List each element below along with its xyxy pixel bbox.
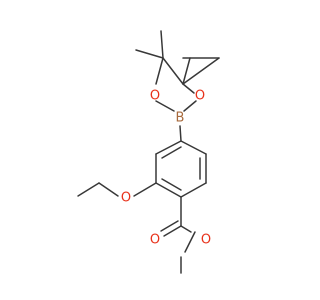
ring-double-2 [161,178,182,191]
bond-ch2-ch3 [77,182,100,197]
bond-ring-o-ether [133,182,157,197]
benzene-ring [155,140,207,198]
molecule-diagram: B O O O O O [77,30,220,274]
oxygen-ring-right-label: O [195,89,205,104]
oxygen-ring-left-label: O [150,89,160,104]
ring-bond-6 [155,140,182,155]
bond-c-o-double-2 [160,220,179,232]
bond-o-b-left [155,100,175,112]
bond-c-o-right [182,83,195,94]
ring-bond-4 [155,182,182,198]
bond-c-o-ester [180,225,192,233]
methyl-ester-group [160,196,196,274]
bond-o-b-right [183,100,197,112]
ring-bond-3 [180,182,207,198]
bond-methyl-4 [182,57,220,85]
bond-c-o-left [155,57,164,85]
oxygen-ether-label: O [121,191,131,206]
atom-labels: B O O O O O [121,89,211,248]
bond-c-o-double-1 [163,225,182,237]
ring-bond-1 [180,140,207,155]
bond-o-ch2 [98,182,119,197]
bond-c-c-ring [162,57,184,85]
bond-methyl-2 [160,30,164,59]
bond-methyl-3 [182,57,191,85]
ring-double-3 [161,146,182,159]
bond-b-aryl [179,125,182,142]
boron-label: B [176,111,185,126]
oxygen-ester-label: O [201,233,211,248]
ethoxy-group [77,182,157,197]
oxygen-carbonyl-label: O [150,233,160,248]
bond-methyl-1 [135,49,164,59]
pinacol-ring-bonds [135,30,220,112]
bond-o-ester-to-methyl [184,231,196,253]
